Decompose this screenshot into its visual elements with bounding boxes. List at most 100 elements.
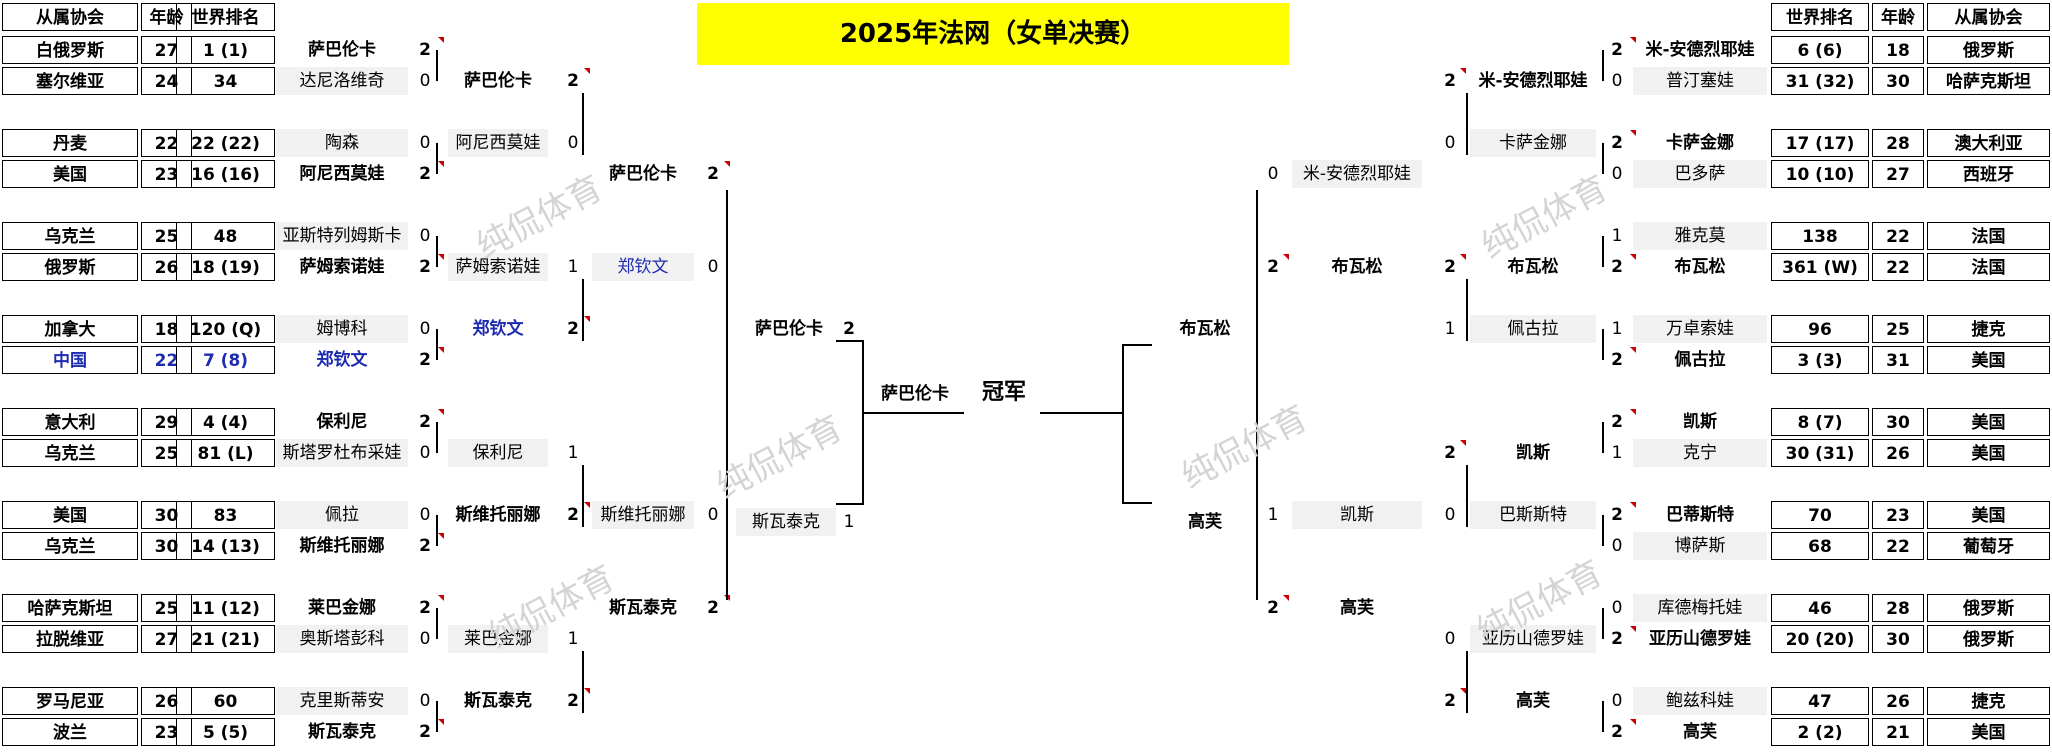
r16-name: 凯斯	[1516, 443, 1550, 463]
sf-score: 1	[843, 512, 855, 532]
player-assoc: 美国	[1927, 718, 2050, 746]
player-name: 米-安德烈耶娃	[1645, 40, 1755, 60]
header-rank-right: 世界排名	[1771, 3, 1869, 31]
bracket-line	[864, 412, 964, 414]
bracket-line	[1602, 236, 1604, 267]
player-age: 28	[1872, 594, 1924, 622]
player-assoc: 美国	[2, 160, 138, 188]
bracket-line	[1602, 422, 1604, 453]
player-score: 0	[419, 505, 431, 525]
bracket-line	[1122, 502, 1152, 504]
player-assoc: 哈萨克斯坦	[1927, 67, 2050, 95]
player-age: 30	[1872, 408, 1924, 436]
qf-name: 萨巴伦卡	[609, 164, 677, 184]
player-rank: 138	[1771, 222, 1869, 250]
player-score: 0	[419, 443, 431, 463]
player-age: 28	[1872, 129, 1924, 157]
player-age: 22	[1872, 222, 1924, 250]
r16-score: 2	[1444, 71, 1456, 91]
player-name: 克宁	[1633, 439, 1767, 467]
player-age: 21	[1872, 718, 1924, 746]
player-age: 30	[141, 501, 192, 529]
player-score: 0	[419, 629, 431, 649]
bracket-line	[1466, 465, 1468, 527]
qf-score: 2	[707, 164, 719, 184]
player-assoc: 美国	[1927, 439, 2050, 467]
player-rank: 14 (13)	[176, 532, 275, 560]
player-score: 2	[419, 536, 431, 556]
final-name: 萨巴伦卡	[881, 384, 949, 404]
player-name: 莱巴金娜	[308, 598, 376, 618]
player-score: 2	[419, 722, 431, 742]
qf-score: 2	[1267, 598, 1279, 618]
player-age: 23	[141, 160, 192, 188]
player-assoc: 丹麦	[2, 129, 138, 157]
player-assoc: 塞尔维亚	[2, 67, 138, 95]
player-name: 斯维托丽娜	[299, 536, 385, 556]
r16-score: 1	[567, 629, 579, 649]
player-age: 25	[141, 222, 192, 250]
player-assoc: 罗马尼亚	[2, 687, 138, 715]
bracket-line	[582, 279, 584, 341]
qf-score: 2	[1267, 257, 1279, 277]
winner-marker	[438, 347, 444, 353]
player-name: 布瓦松	[1674, 257, 1726, 277]
player-score: 2	[419, 350, 431, 370]
player-score: 0	[1611, 164, 1623, 184]
player-rank: 30 (31)	[1771, 439, 1869, 467]
player-score: 0	[419, 226, 431, 246]
winner-marker	[1630, 254, 1636, 260]
bracket-line	[582, 465, 584, 527]
winner-marker	[1630, 719, 1636, 725]
player-assoc: 俄罗斯	[1927, 625, 2050, 653]
player-name: 博萨斯	[1633, 532, 1767, 560]
r16-score: 1	[1444, 319, 1456, 339]
player-assoc: 拉脱维亚	[2, 625, 138, 653]
r16-name: 高芙	[1516, 691, 1550, 711]
player-age: 30	[1872, 67, 1924, 95]
page-title: 2025年法网（女单决赛）	[697, 3, 1289, 65]
player-age: 26	[141, 687, 192, 715]
bracket-line	[726, 190, 728, 600]
player-score: 2	[1611, 257, 1623, 277]
sf-name: 萨巴伦卡	[755, 319, 823, 339]
winner-marker	[438, 533, 444, 539]
r16-score: 2	[567, 505, 579, 525]
player-score: 0	[419, 691, 431, 711]
player-assoc: 葡萄牙	[1927, 532, 2050, 560]
player-score: 2	[419, 40, 431, 60]
player-age: 22	[141, 129, 192, 157]
r16-score: 2	[567, 71, 579, 91]
player-age: 30	[1872, 625, 1924, 653]
player-age: 18	[141, 315, 192, 343]
winner-marker	[724, 161, 730, 167]
player-rank: 10 (10)	[1771, 160, 1869, 188]
r16-name: 卡萨金娜	[1470, 129, 1596, 157]
player-rank: 81 (L)	[176, 439, 275, 467]
r16-name: 斯维托丽娜	[455, 505, 541, 525]
player-age: 25	[1872, 315, 1924, 343]
r16-score: 2	[1444, 443, 1456, 463]
player-score: 2	[419, 598, 431, 618]
player-name: 亚斯特列姆斯卡	[276, 222, 408, 250]
qf-score: 2	[707, 598, 719, 618]
player-rank: 18 (19)	[176, 253, 275, 281]
player-assoc: 俄罗斯	[2, 253, 138, 281]
player-name: 保利尼	[316, 412, 368, 432]
player-rank: 5 (5)	[176, 718, 275, 746]
player-age: 31	[1872, 346, 1924, 374]
player-age: 18	[1872, 36, 1924, 64]
winner-marker	[438, 254, 444, 260]
winner-marker	[1460, 68, 1466, 74]
qf-name: 斯维托丽娜	[592, 501, 694, 529]
player-assoc: 俄罗斯	[1927, 594, 2050, 622]
player-score: 2	[419, 412, 431, 432]
player-rank: 34	[176, 67, 275, 95]
player-name: 库德梅托娃	[1633, 594, 1767, 622]
player-name: 雅克莫	[1633, 222, 1767, 250]
player-assoc: 美国	[1927, 408, 2050, 436]
winner-marker	[438, 719, 444, 725]
player-rank: 20 (20)	[1771, 625, 1869, 653]
player-rank: 11 (12)	[176, 594, 275, 622]
r16-name: 阿尼西莫娃	[448, 129, 548, 157]
